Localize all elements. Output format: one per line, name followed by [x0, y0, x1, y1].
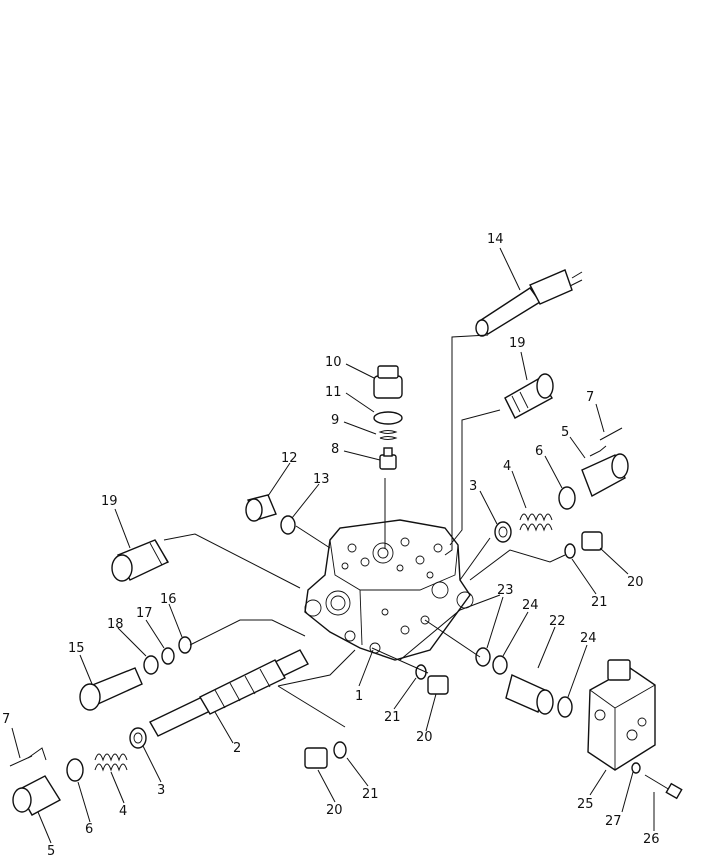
part-22-shape: [505, 674, 554, 715]
label-17: 17: [136, 606, 153, 621]
label-10: 10: [325, 355, 342, 370]
part-3-upper-shape: [494, 521, 512, 543]
label-4-lower: 4: [119, 804, 127, 819]
label-18: 18: [107, 617, 124, 632]
part-3-lower-shape: [129, 727, 147, 749]
part-13-shape: [280, 515, 296, 535]
part-6-upper-shape: [558, 486, 576, 510]
label-24-upper: 24: [522, 598, 539, 613]
part-21-lower-shape: [333, 741, 347, 759]
part-5-lower-shape: [12, 775, 61, 816]
label-14: 14: [487, 232, 504, 247]
part-9-shape: [378, 430, 398, 440]
label-23: 23: [497, 583, 514, 598]
part-4-upper-shape: [519, 513, 553, 532]
label-7-lower: 7: [2, 712, 10, 727]
part-19-left-shape: [111, 539, 169, 582]
label-7-upper: 7: [586, 390, 594, 405]
part-10-shape: [373, 365, 403, 399]
label-6-lower: 6: [85, 822, 93, 837]
part-24-lower-shape: [557, 696, 573, 718]
label-25: 25: [577, 797, 594, 812]
label-1: 1: [355, 689, 363, 704]
part-23-shape: [475, 647, 491, 667]
label-20-lower: 20: [326, 803, 343, 818]
part-27-shape: [631, 762, 641, 774]
leader-lines: [11, 247, 655, 844]
label-21-mid: 21: [384, 710, 401, 725]
part-18-shape: [143, 655, 159, 675]
part-25-shape: [587, 659, 656, 771]
part-2-spool-shape: [149, 649, 309, 737]
part-4-lower-shape: [94, 753, 128, 772]
label-24-lower: 24: [580, 631, 597, 646]
label-22: 22: [549, 614, 566, 629]
label-26: 26: [643, 832, 660, 847]
label-5-lower: 5: [47, 844, 55, 856]
part-20-upper-shape: [581, 531, 603, 551]
part-6-lower-shape: [66, 758, 84, 782]
part-20-mid-shape: [427, 675, 449, 695]
label-3-upper: 3: [469, 479, 477, 494]
label-8: 8: [331, 442, 339, 457]
label-3-lower: 3: [157, 783, 165, 798]
part-20-lower-shape: [304, 747, 328, 769]
label-19-left: 19: [101, 494, 118, 509]
label-6-upper: 6: [535, 444, 543, 459]
part-21-mid-shape: [415, 664, 427, 680]
part-16-shape: [178, 636, 192, 654]
part-5-upper-shape: [581, 453, 629, 497]
label-21-upper: 21: [591, 595, 608, 610]
label-27: 27: [605, 814, 622, 829]
part-8-shape: [379, 447, 397, 470]
part-17-shape: [161, 647, 175, 665]
part-21-upper-shape: [564, 543, 576, 559]
label-2: 2: [233, 741, 241, 756]
label-15: 15: [68, 641, 85, 656]
label-13: 13: [313, 472, 330, 487]
part-12-shape: [245, 494, 277, 522]
valve-body: [304, 519, 474, 661]
label-20-mid: 20: [416, 730, 433, 745]
label-5-upper: 5: [561, 425, 569, 440]
assembly-lines: [27, 334, 607, 761]
part-7-upper-shape: [599, 427, 623, 441]
part-labels: 14 19 10 11 9 8 12 13 19 18 17 16 15 2 3…: [2, 232, 660, 856]
part-24-upper-shape: [492, 655, 508, 675]
part-14-shape: [475, 269, 583, 337]
part-11-shape: [373, 411, 403, 425]
part-26-shape: [644, 774, 683, 800]
label-19-upper: 19: [509, 336, 526, 351]
part-19-upper-shape: [504, 373, 554, 419]
label-4-upper: 4: [503, 459, 511, 474]
label-12: 12: [281, 451, 298, 466]
label-16: 16: [160, 592, 177, 607]
label-11: 11: [325, 385, 342, 400]
label-20-upper: 20: [627, 575, 644, 590]
label-21-lower: 21: [362, 787, 379, 802]
label-9: 9: [331, 413, 339, 428]
part-15-shape: [79, 667, 143, 711]
